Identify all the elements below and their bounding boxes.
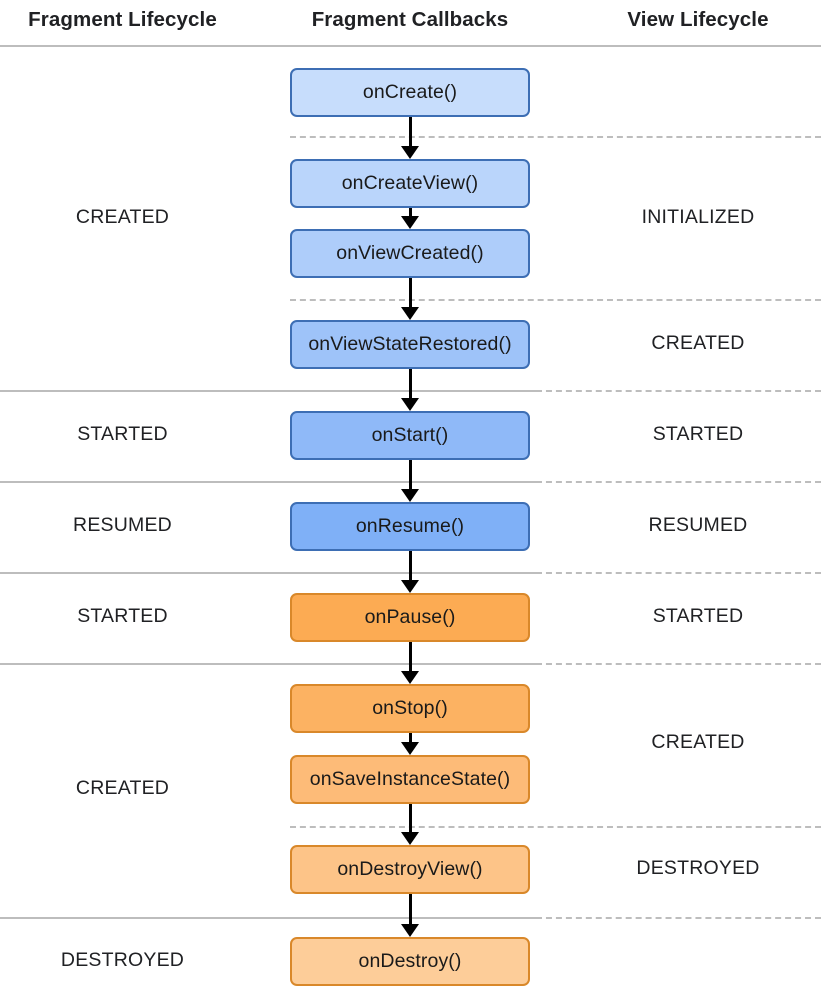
callback-box[interactable]: onDestroy() [290,937,530,986]
flow-arrow [409,551,412,582]
flow-arrow [409,733,412,744]
flow-arrow [409,208,412,218]
flow-arrow-head [401,832,419,845]
fragment-lifecycle-state: DESTROYED [60,949,185,971]
view-lifecycle-divider [536,390,821,392]
view-lifecycle-divider [290,826,821,828]
view-lifecycle-state: CREATED [651,332,745,354]
fragment-lifecycle-state: STARTED [77,423,168,445]
flow-arrow [409,369,412,400]
flow-arrow-head [401,146,419,159]
flow-arrow-head [401,398,419,411]
column-headers: Fragment Lifecycle Fragment Callbacks Vi… [0,0,821,46]
flow-arrow-head [401,742,419,755]
flow-arrow [409,117,412,148]
view-lifecycle-state: CREATED [651,731,745,753]
column-header-view-lifecycle: View Lifecycle [627,8,769,31]
flow-arrow-head [401,671,419,684]
view-lifecycle-divider [536,917,821,919]
callback-box[interactable]: onStart() [290,411,530,460]
fragment-lifecycle-state: CREATED [75,206,170,228]
view-lifecycle-divider [536,481,821,483]
flow-arrow [409,460,412,491]
view-lifecycle-state: DESTROYED [636,857,760,879]
callback-box[interactable]: onSaveInstanceState() [290,755,530,804]
callback-box[interactable]: onStop() [290,684,530,733]
callback-box[interactable]: onViewCreated() [290,229,530,278]
fragment-lifecycle-divider [0,572,536,574]
callback-box[interactable]: onViewStateRestored() [290,320,530,369]
callback-box[interactable]: onCreateView() [290,159,530,208]
callback-box[interactable]: onCreate() [290,68,530,117]
fragment-lifecycle-state: RESUMED [73,514,172,536]
view-lifecycle-state: STARTED [652,605,744,627]
fragment-lifecycle-divider [0,917,536,919]
view-lifecycle-divider [290,299,821,301]
column-header-fragment-callbacks: Fragment Callbacks [311,8,509,31]
fragment-lifecycle-divider [0,390,536,392]
fragment-lifecycle-state: CREATED [75,777,170,799]
flow-arrow [409,894,412,926]
fragment-lifecycle-state: STARTED [77,605,168,627]
view-lifecycle-state: RESUMED [648,514,748,536]
header-divider [0,45,821,47]
column-header-fragment-lifecycle: Fragment Lifecycle [28,8,217,31]
view-lifecycle-state: STARTED [652,423,744,445]
flow-arrow-head [401,580,419,593]
flow-arrow [409,278,412,309]
flow-arrow-head [401,489,419,502]
flow-arrow-head [401,307,419,320]
view-lifecycle-state: INITIALIZED [641,206,755,228]
flow-arrow [409,642,412,673]
callback-box[interactable]: onResume() [290,502,530,551]
callback-box[interactable]: onDestroyView() [290,845,530,894]
view-lifecycle-divider [290,136,821,138]
flow-arrow [409,804,412,834]
callback-box[interactable]: onPause() [290,593,530,642]
flow-arrow-head [401,216,419,229]
flow-arrow-head [401,924,419,937]
fragment-lifecycle-divider [0,663,536,665]
view-lifecycle-divider [536,572,821,574]
view-lifecycle-divider [536,663,821,665]
fragment-lifecycle-divider [0,481,536,483]
